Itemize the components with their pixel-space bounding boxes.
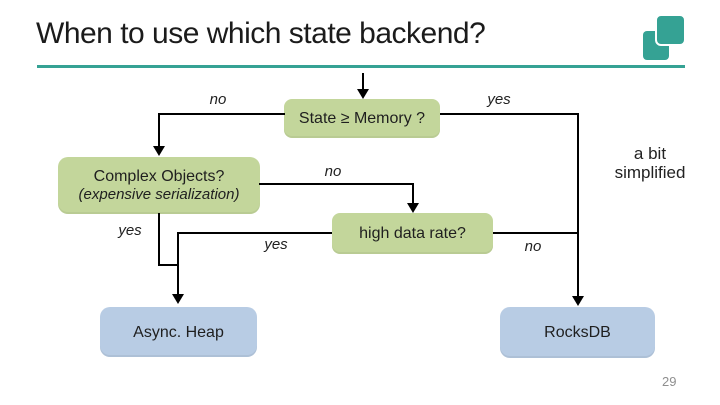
edge-complex-no-hline	[259, 183, 414, 185]
edge-label-state-yes: yes	[487, 91, 511, 108]
edge-complex-no-vline	[412, 183, 414, 204]
edge-complex-yes-vline	[158, 213, 160, 266]
edge-hdr-yes-vline	[177, 232, 179, 266]
annotation-line2: simplified	[614, 163, 686, 182]
edge-label-complex-yes: yes	[118, 222, 142, 239]
node-state-memory-label: State ≥ Memory ?	[298, 110, 426, 127]
edge-state-no-hline	[158, 113, 285, 115]
edge-async-heap-vline	[177, 264, 179, 295]
node-rocksdb-label: RocksDB	[544, 324, 611, 341]
edge-label-hdr-no: no	[524, 238, 542, 255]
node-state-memory: State ≥ Memory ?	[284, 99, 440, 138]
edge-hdr-yes-hline	[179, 232, 332, 234]
arrowhead-state-no-icon	[153, 146, 165, 156]
arrowhead-high-data-rate-icon	[407, 203, 419, 213]
page-title: When to use which state backend?	[36, 17, 486, 50]
edge-entry-line	[362, 73, 364, 90]
node-rocksdb: RocksDB	[500, 307, 655, 358]
edge-hdr-no-hline	[493, 232, 578, 234]
edge-label-complex-no: no	[324, 163, 342, 180]
page-number: 29	[662, 374, 677, 389]
node-high-data-rate-label: high data rate?	[359, 225, 466, 242]
edge-label-state-no: no	[209, 91, 227, 108]
edge-state-yes-vline	[577, 113, 579, 297]
node-complex-objects-label: Complex Objects?	[93, 168, 225, 185]
arrowhead-entry-icon	[357, 89, 369, 99]
edge-join-hline	[158, 264, 179, 266]
node-async-heap-label: Async. Heap	[133, 323, 224, 341]
title-underline	[37, 65, 685, 68]
logo-square-front-icon	[655, 14, 686, 46]
node-async-heap: Async. Heap	[100, 307, 257, 357]
edge-state-no-vline	[158, 113, 160, 147]
node-complex-objects: Complex Objects? (expensive serializatio…	[58, 157, 260, 214]
edge-label-hdr-yes: yes	[264, 236, 288, 253]
node-high-data-rate: high data rate?	[332, 213, 493, 254]
arrowhead-async-heap-icon	[172, 294, 184, 304]
annotation-line1: a bit	[633, 144, 667, 163]
edge-state-yes-hline	[440, 113, 578, 115]
node-complex-objects-sublabel: (expensive serialization)	[78, 186, 240, 203]
annotation-simplified: a bit simplified	[598, 144, 702, 182]
arrowhead-rocksdb-icon	[572, 296, 584, 306]
